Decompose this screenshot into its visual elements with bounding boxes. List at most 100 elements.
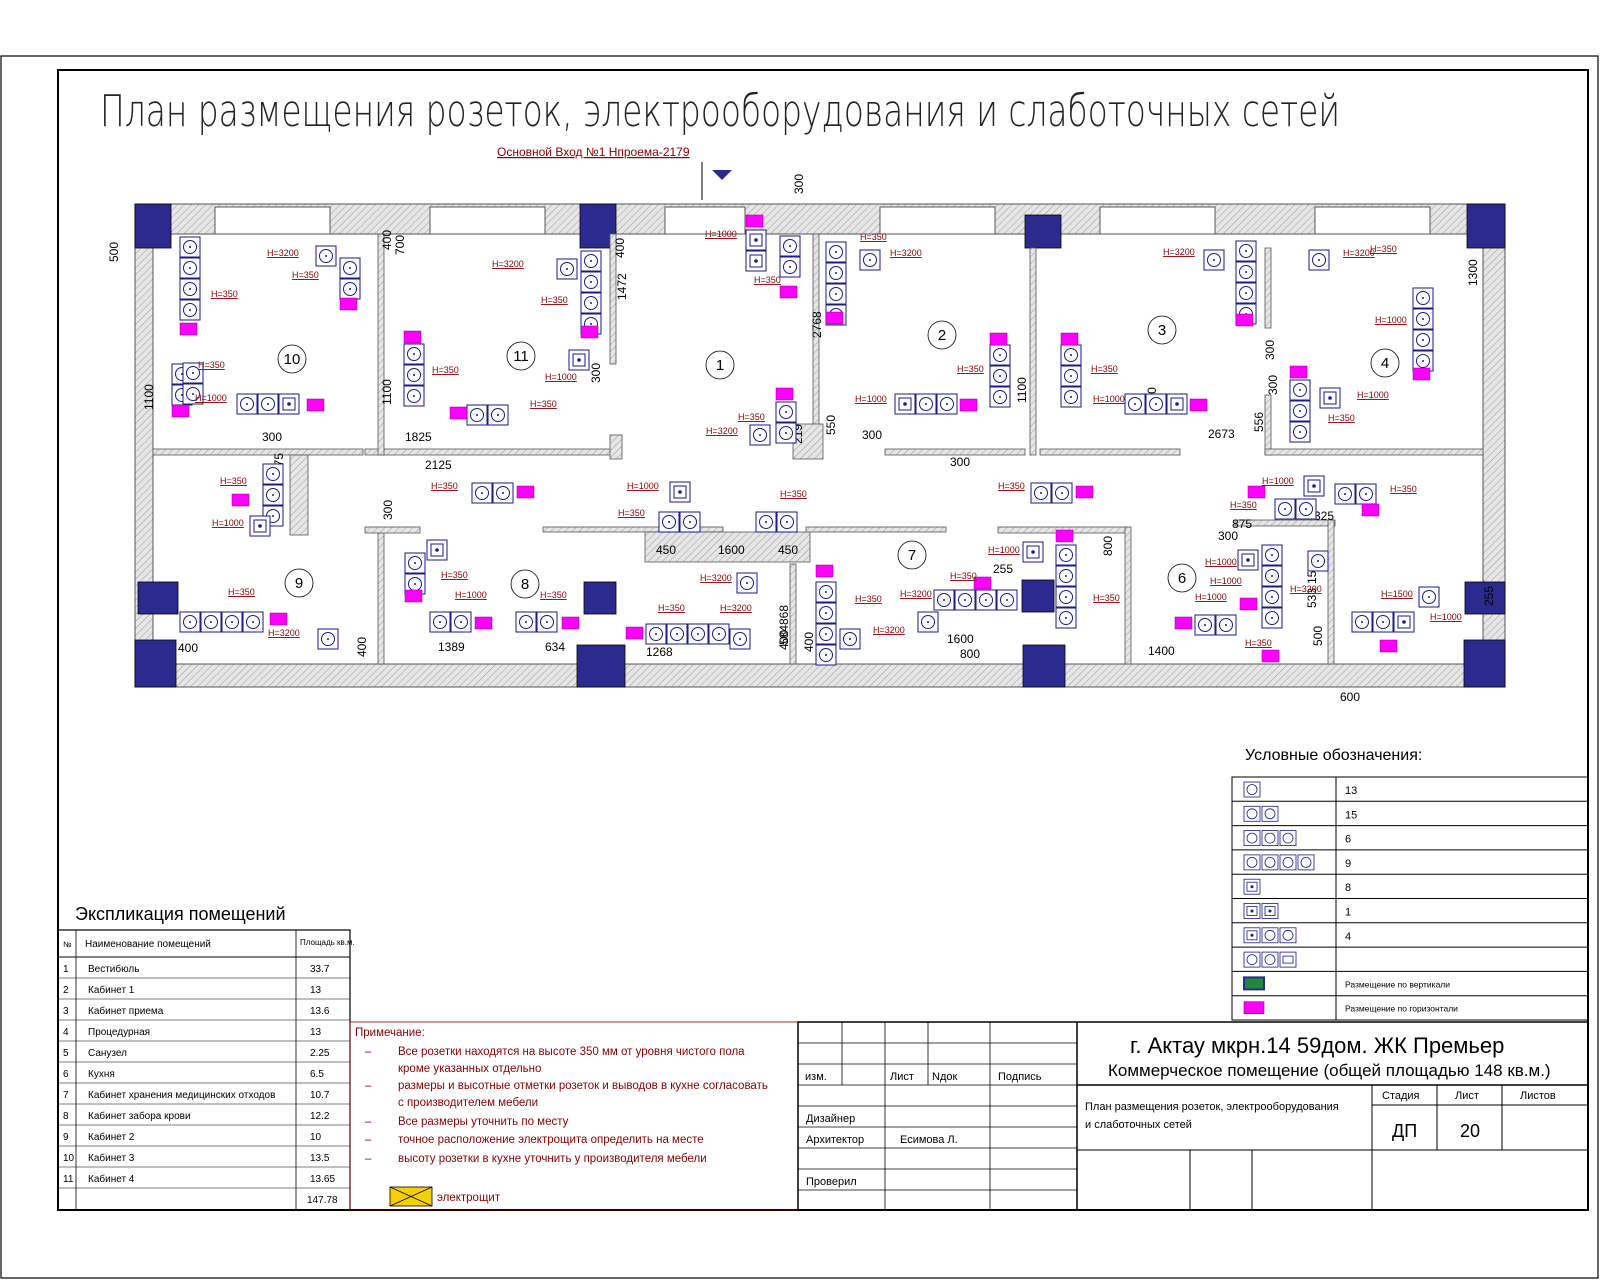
socket-triple-icon [1243,830,1297,846]
socket-block-icon [1237,549,1259,571]
column [1021,579,1055,613]
explication-row-number: 1 [63,964,69,975]
dimension-label: 1400 [1148,644,1175,658]
socket-block-icon [749,424,771,446]
room-number-label: 9 [295,575,303,592]
room-number: 8 [510,569,540,599]
room-number-label: 1 [716,357,724,374]
socket-block-icon [1334,483,1377,505]
dimension-label: 600 [1340,690,1360,704]
partition [1029,247,1037,456]
height-label: H=3200 [1163,247,1195,257]
placement-marker-icon [1261,649,1280,663]
dimension-label: 500 [1311,626,1325,646]
partition [789,563,797,665]
note-bullet: – [365,1116,372,1128]
placement-marker-icon [1055,529,1074,543]
window [1314,206,1431,235]
height-label: H=1000 [212,518,244,528]
placement-marker-icon [959,398,978,412]
socket-block-icon [1060,344,1082,408]
partition [609,434,623,460]
dimension-label: 300 [589,363,603,383]
window [429,206,546,235]
explication-header-area: Площадь кв.м. [300,938,355,947]
height-label: H=350 [228,587,255,597]
dimension-label: 400 [777,630,791,650]
dimension-label: 400 [355,637,369,657]
column [1022,644,1066,688]
partition [152,448,364,456]
column [576,644,626,688]
height-label: H=350 [998,481,1025,491]
socket-block-icon [745,229,767,272]
dimension-label: 800 [1101,536,1115,556]
height-label: H=350 [1328,413,1355,423]
entrance-marker-icon [712,170,732,180]
height-label: H=3200 [268,628,300,638]
placement-marker-icon [403,330,422,344]
height-label: H=1000 [705,229,737,239]
room-number: 3 [1147,315,1177,345]
dimension-label: 1472 [615,273,629,300]
horizontal-placement-icon [1243,1001,1265,1015]
dimension-label: 700 [393,235,407,255]
stamp-stage: ДП [1392,1121,1417,1141]
dimension-label: 300 [381,500,395,520]
note-bullet: – [365,1153,372,1165]
placement-marker-icon [516,485,535,499]
socket-block-icon [1412,287,1434,372]
explication-row-name: Кабинет 2 [88,1131,135,1143]
placement-marker-icon [1174,616,1193,630]
explication-row-area: 10.7 [310,1090,330,1101]
height-label: H=3200 [492,259,524,269]
socket-block-icon [894,393,958,415]
socket-block-icon [815,581,837,666]
socket-block-icon [404,552,426,595]
dimension-label: 255 [993,562,1013,576]
partition [1327,519,1335,665]
explication-row-name: Кухня [88,1069,115,1080]
electrical-panel [152,585,177,613]
dimension-label: 1300 [1466,259,1480,286]
height-label: H=1000 [545,372,577,382]
dimension-label: 556 [1252,412,1266,432]
window [879,206,996,235]
note-item: точное расположение электрощита определи… [398,1134,704,1146]
stamp-object: Коммерческое помещение (общей площадью 1… [1108,1061,1551,1080]
socket-block-icon [775,401,797,444]
height-label: H=350 [540,590,567,600]
height-label: H=3200 [873,625,905,635]
height-label: H=350 [780,489,807,499]
room-number-label: 11 [513,348,529,365]
dimension-label: 300 [862,428,882,442]
note-item: размеры и высотные отметки розеток и выв… [398,1080,768,1092]
placement-marker-icon [1239,597,1258,611]
socket-block-icon [755,511,798,533]
legend-title: Условные обозначения: [1245,747,1422,764]
socket-block-icon [429,611,472,633]
partition [805,526,947,533]
legend-value: 6 [1345,834,1351,846]
explication-row-area: 13.6 [310,1006,330,1017]
socket-block-icon [839,628,861,650]
drawing-title: План размещения розеток, электрооборудов… [100,86,1340,137]
socket-single-icon [1243,781,1261,798]
partition [1234,519,1336,527]
height-label: H=350 [1230,500,1257,510]
note-item: с производителем мебели [398,1097,538,1109]
legend-value: 1 [1345,907,1351,919]
height-label: H=350 [1390,484,1417,494]
socket-block-icon [315,245,337,267]
socket-block-icon [1289,379,1311,443]
stamp-sheets-label: Листов [1520,1090,1556,1102]
socket-quad-icon [1243,854,1315,871]
socket-block-icon [182,362,204,405]
room-number: 11 [506,341,536,371]
placement-marker-icon [1412,367,1431,381]
explication-row-area: 13.5 [310,1153,330,1164]
placement-marker-icon [474,616,493,630]
stamp-role-designer: Дизайнер [806,1113,855,1125]
partition [542,526,724,533]
